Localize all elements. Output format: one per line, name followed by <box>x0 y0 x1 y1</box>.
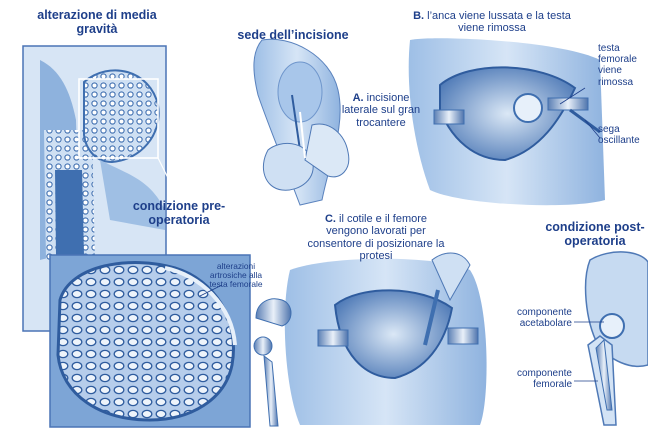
incision-site-illustration <box>254 39 349 205</box>
label-step-b: B. l’anca viene lussata e la testa viene… <box>412 10 572 35</box>
label-acetabular-component: componente acetabolare <box>496 307 572 329</box>
label-femoral-component: componente femorale <box>496 368 572 390</box>
step-a-letter: A. <box>353 92 364 104</box>
label-postop-condition: condizione post-operatoria <box>542 220 648 248</box>
label-oscillating-saw: sega oscillante <box>598 124 648 146</box>
label-femoral-head-removed: testa femorale viene rimossa <box>598 43 646 88</box>
postop-pelvis-illustration <box>586 252 648 425</box>
step-b-letter: B. <box>413 10 424 22</box>
label-preop-condition: condizione pre-operatoria <box>114 199 244 227</box>
label-incision-site: sede dell’incisione <box>228 28 358 42</box>
label-arthrosic-changes: alterazioni artrosiche alla testa femora… <box>206 262 266 290</box>
label-step-c: C. il cotile e il femore vengono lavorat… <box>306 213 446 262</box>
step-b-text: l’anca viene lussata e la testa viene ri… <box>427 10 571 34</box>
label-moderate-alteration: alterazione di media gravità <box>22 8 172 36</box>
step-c-letter: C. <box>325 213 336 225</box>
dislocated-hip-illustration <box>409 38 605 205</box>
prosthesis-parts-illustration <box>254 299 291 426</box>
acetabulum-preparation-illustration <box>285 253 487 425</box>
label-step-a: A. incisione laterale sul gran trocanter… <box>336 92 426 129</box>
